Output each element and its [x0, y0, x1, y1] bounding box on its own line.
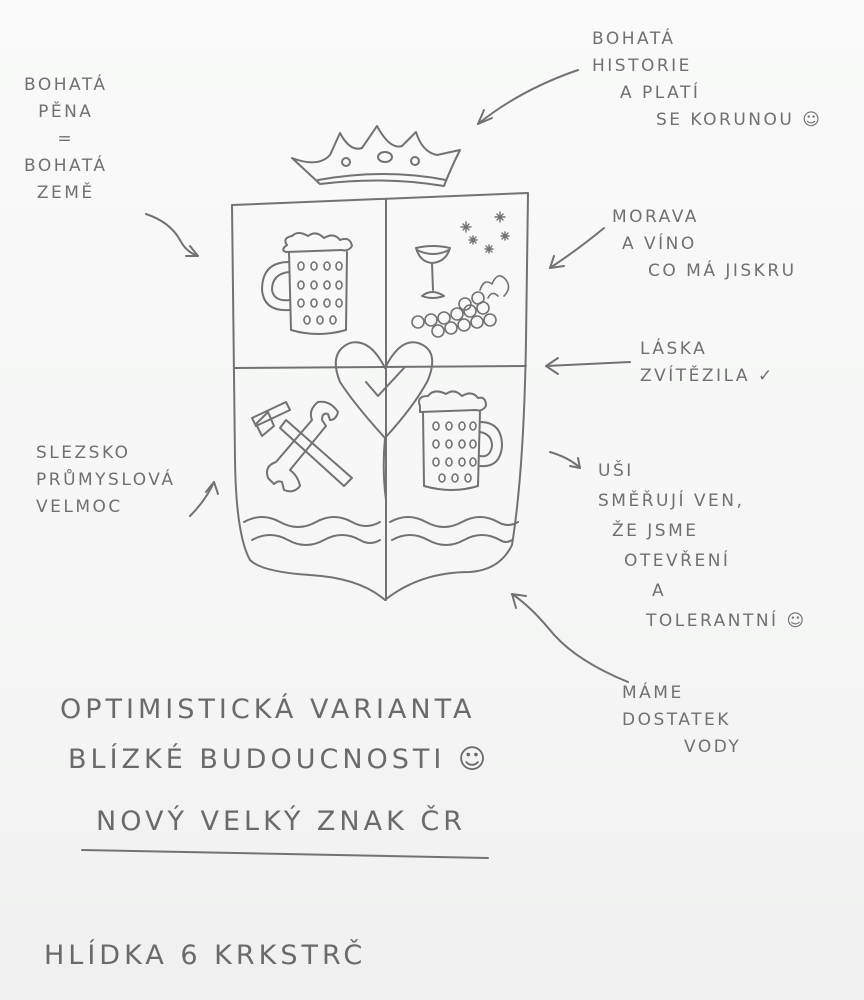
- note-line: VODY: [684, 737, 742, 757]
- note-line: A: [652, 581, 667, 601]
- wine-glass-icon: [416, 246, 450, 298]
- note-love-won: LÁSKA ZVÍTĚZILA ✓: [640, 336, 775, 390]
- note-line: BOHATÁ: [24, 75, 108, 95]
- note-line: SMĚŘUJÍ VEN,: [598, 491, 745, 511]
- wrench-icon: [267, 402, 338, 492]
- note-line: BOHATÁ: [592, 29, 676, 49]
- note-rich-history: BOHATÁ HISTORIE A PLATÍ SE KORUNOU ☺: [592, 26, 822, 134]
- note-line: =: [57, 129, 75, 149]
- hammer-icon: [252, 402, 352, 486]
- caption-line-3: NOVÝ VELKÝ ZNAK ČR: [96, 806, 466, 837]
- note-moravia-wine: MORAVA A VÍNO CO MÁ JISKRU: [612, 204, 797, 285]
- note-line: MORAVA: [612, 207, 699, 227]
- note-line: PĚNA: [38, 102, 94, 122]
- note-line: MÁME: [622, 683, 684, 703]
- beer-mug-icon: [419, 391, 502, 490]
- note-line: UŠI: [598, 461, 634, 481]
- heart-icon: [336, 342, 432, 500]
- note-ears: UŠI SMĚŘUJÍ VEN, ŽE JSME OTEVŘENÍ A TOLE…: [598, 456, 807, 636]
- note-line: BOHATÁ: [24, 156, 108, 176]
- arrow-moravia: [550, 228, 604, 268]
- note-line: HISTORIE: [592, 56, 692, 76]
- note-line: VELMOC: [36, 497, 123, 517]
- waves-icon: [244, 517, 518, 545]
- caption-underline: [82, 850, 488, 858]
- note-line: DOSTATEK: [622, 710, 731, 730]
- caption-line-1: OPTIMISTICKÁ VARIANTA: [60, 694, 476, 725]
- caption-line-2: BLÍZKÉ BUDOUCNOSTI ☺: [68, 744, 491, 775]
- note-line: SE KORUNOU ☺: [656, 110, 823, 130]
- note-line: A PLATÍ: [620, 83, 701, 103]
- note-line: A VÍNO: [622, 234, 697, 254]
- crown-icon: [292, 126, 460, 186]
- arrow-love: [546, 358, 630, 374]
- note-line: TOLERANTNÍ ☺: [646, 611, 807, 631]
- note-line: ZEMĚ: [36, 183, 95, 203]
- note-line: OTEVŘENÍ: [624, 551, 731, 571]
- arrow-water: [512, 594, 628, 682]
- arrow-ears: [550, 452, 580, 468]
- beer-mug-icon: [262, 233, 352, 334]
- arrow-rich-foam: [146, 214, 198, 256]
- arrow-silesia: [190, 482, 218, 516]
- note-line: CO MÁ JISKRU: [648, 261, 797, 281]
- note-rich-foam: BOHATÁ PĚNA = BOHATÁ ZEMĚ: [24, 72, 108, 207]
- note-silesia: SLEZSKO PRŮMYSLOVÁ VELMOC: [36, 440, 175, 521]
- note-line: PRŮMYSLOVÁ: [36, 470, 176, 490]
- signature: HLÍDKA 6 KRKSTRČ: [44, 940, 367, 971]
- note-line: ZVÍTĚZILA ✓: [640, 366, 775, 386]
- note-water: MÁME DOSTATEK VODY: [622, 680, 741, 761]
- note-line: ŽE JSME: [612, 521, 699, 541]
- note-line: SLEZSKO: [36, 443, 131, 463]
- stars-icon: [461, 212, 509, 253]
- grapes-icon: [412, 276, 509, 337]
- arrow-rich-history: [478, 70, 578, 124]
- note-line: LÁSKA: [640, 339, 708, 359]
- shield-icon: [232, 193, 528, 600]
